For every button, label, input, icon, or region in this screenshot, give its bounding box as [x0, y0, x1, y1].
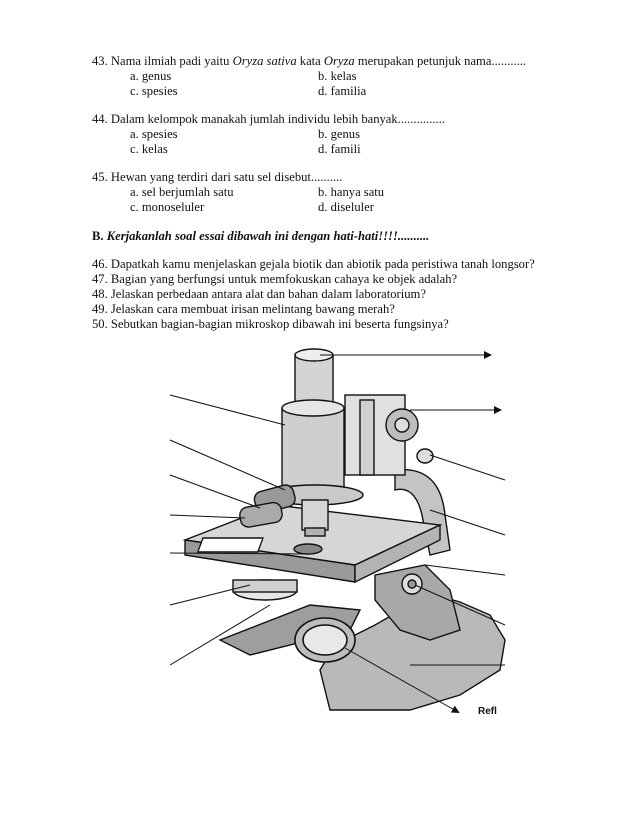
fine-focus-knob: [416, 448, 434, 464]
microscope-condenser: [232, 579, 298, 601]
q44-option-a: a. spesies: [130, 127, 178, 141]
essay-47: 47. Bagian yang berfungsi untuk memfokus…: [92, 272, 458, 286]
q44-option-b: b. genus: [318, 127, 360, 141]
essay-46: 46. Dapatkah kamu menjelaskan gejala bio…: [92, 257, 535, 271]
q45-option-c: c. monoseluler: [130, 200, 205, 214]
q43-option-b: b. kelas: [318, 69, 357, 83]
q45-option-d: d. diseluler: [318, 200, 374, 214]
revolving-nosepiece: [239, 484, 364, 537]
q44-option-c: c. kelas: [130, 142, 168, 156]
section-b-heading: B. Kerjakanlah soal essai dibawah ini de…: [92, 229, 430, 243]
essay-49: 49. Jelaskan cara membuat irisan melinta…: [92, 302, 395, 316]
coarse-focus-knob: [385, 408, 419, 442]
question-45: 45. Hewan yang terdiri dari satu sel dis…: [92, 170, 343, 184]
question-43: 43. Nama ilmiah padi yaitu Oryza sativa …: [92, 54, 527, 68]
scientific-name: Oryza sativa: [232, 54, 297, 68]
microscope-diagram: Refl: [169, 348, 506, 717]
q45-option-a: a. sel berjumlah satu: [130, 185, 234, 199]
side-knob: [401, 573, 423, 595]
q45-option-b: b. hanya satu: [318, 185, 385, 199]
q43-option-d: d. familia: [318, 84, 367, 98]
label-lines-left: [169, 394, 311, 666]
microscope-body-tube: [281, 348, 406, 489]
essay-50: 50. Sebutkan bagian-bagian mikroskop dib…: [92, 317, 449, 331]
genus-name: Oryza: [323, 54, 355, 68]
microscope-mirror: [294, 617, 356, 663]
essay-48: 48. Jelaskan perbedaan antara alat dan b…: [92, 287, 426, 301]
q44-option-d: d. famili: [318, 142, 361, 156]
label-lines-right: [320, 351, 506, 713]
question-44: 44. Dalam kelompok manakah jumlah indivi…: [92, 112, 445, 126]
diagram-corner-text: Refl: [478, 706, 497, 717]
microscope-base: [218, 594, 506, 711]
q43-option-a: a. genus: [130, 69, 172, 83]
q43-option-c: c. spesies: [130, 84, 178, 98]
